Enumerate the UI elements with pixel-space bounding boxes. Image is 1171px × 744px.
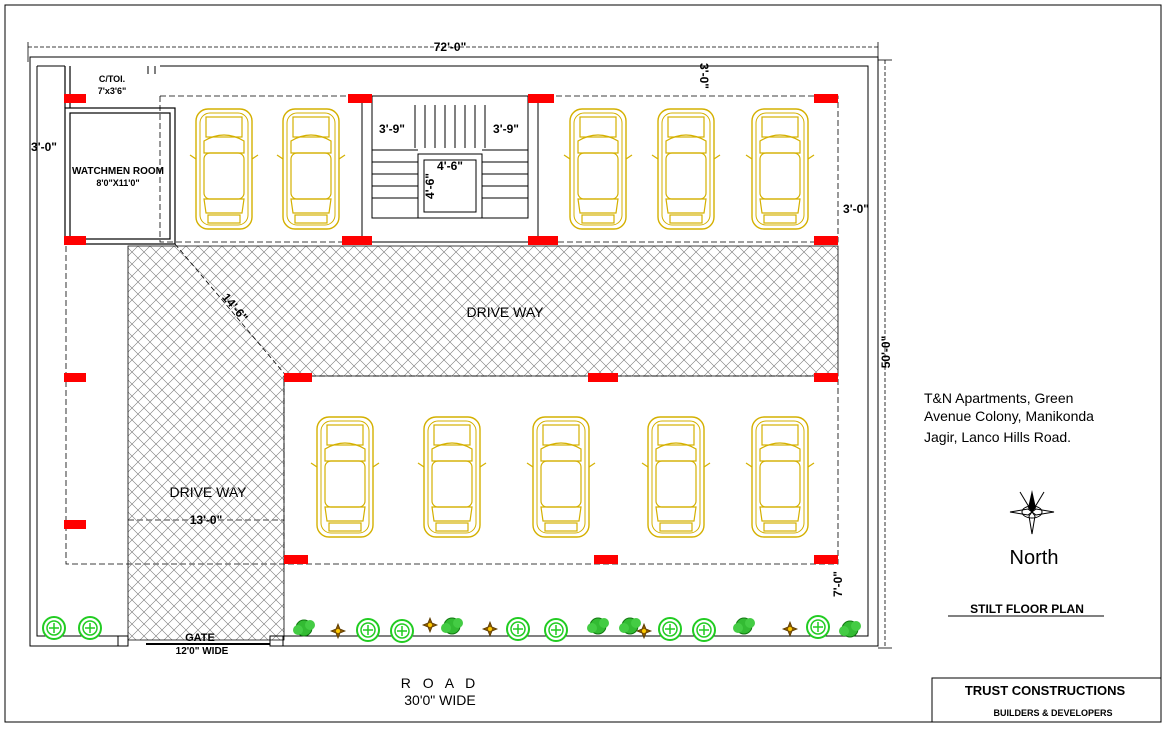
overall-width-dimension: 72'-0" xyxy=(434,40,467,54)
lift-depth-dimension: 4'-6" xyxy=(423,173,437,199)
right-setback-dimension: 3'-0" xyxy=(843,202,869,216)
left-setback-dimension: 3'-0" xyxy=(31,140,57,154)
staircase xyxy=(361,95,539,243)
north-arrow-icon xyxy=(1009,490,1055,535)
diagonal-dimension-line xyxy=(174,243,289,379)
gate-width: 12'0" WIDE xyxy=(176,646,229,657)
title-block xyxy=(931,677,1162,723)
columns xyxy=(64,94,838,564)
overall-depth-dimension: 50'-0" xyxy=(879,336,893,369)
address-line-1: T&N Apartments, Green xyxy=(924,390,1073,406)
gate xyxy=(117,635,284,647)
toilet-size: 7'x3'6" xyxy=(98,86,127,96)
company-tagline: BUILDERS & DEVELOPERS xyxy=(993,708,1112,718)
road-width: 30'0" WIDE xyxy=(404,692,475,708)
driveway-width-dimension: 13'-0" xyxy=(190,513,223,527)
north-label: North xyxy=(1010,547,1059,569)
stair-left-dimension: 3'-9" xyxy=(379,122,405,136)
company-name: TRUST CONSTRUCTIONS xyxy=(965,683,1126,698)
front-setback-dimension: 7'-0" xyxy=(831,571,845,597)
right-dimension-line xyxy=(878,59,892,649)
top-setback-dimension: 3'-0" xyxy=(697,63,711,89)
driveway-left-label: DRIVE WAY xyxy=(169,484,247,500)
driveway-top-label: DRIVE WAY xyxy=(466,304,544,320)
watchmen-room-size: 8'0"X11'0" xyxy=(96,178,139,188)
stair-right-dimension: 3'-9" xyxy=(493,122,519,136)
cars-bottom-row xyxy=(310,416,815,538)
road-label: R O A D xyxy=(401,675,480,691)
lift-width-dimension: 4'-6" xyxy=(437,159,463,173)
watchmen-room-label: WATCHMEN ROOM xyxy=(72,166,164,177)
address-line-3: Jagir, Lanco Hills Road. xyxy=(924,429,1071,445)
gate-label: GATE xyxy=(185,632,215,644)
page-frame xyxy=(4,4,1162,723)
address-line-2: Avenue Colony, Manikonda xyxy=(924,408,1094,424)
toilet-label: C/TOI. xyxy=(99,74,125,84)
plan-title: STILT FLOOR PLAN xyxy=(970,602,1084,616)
